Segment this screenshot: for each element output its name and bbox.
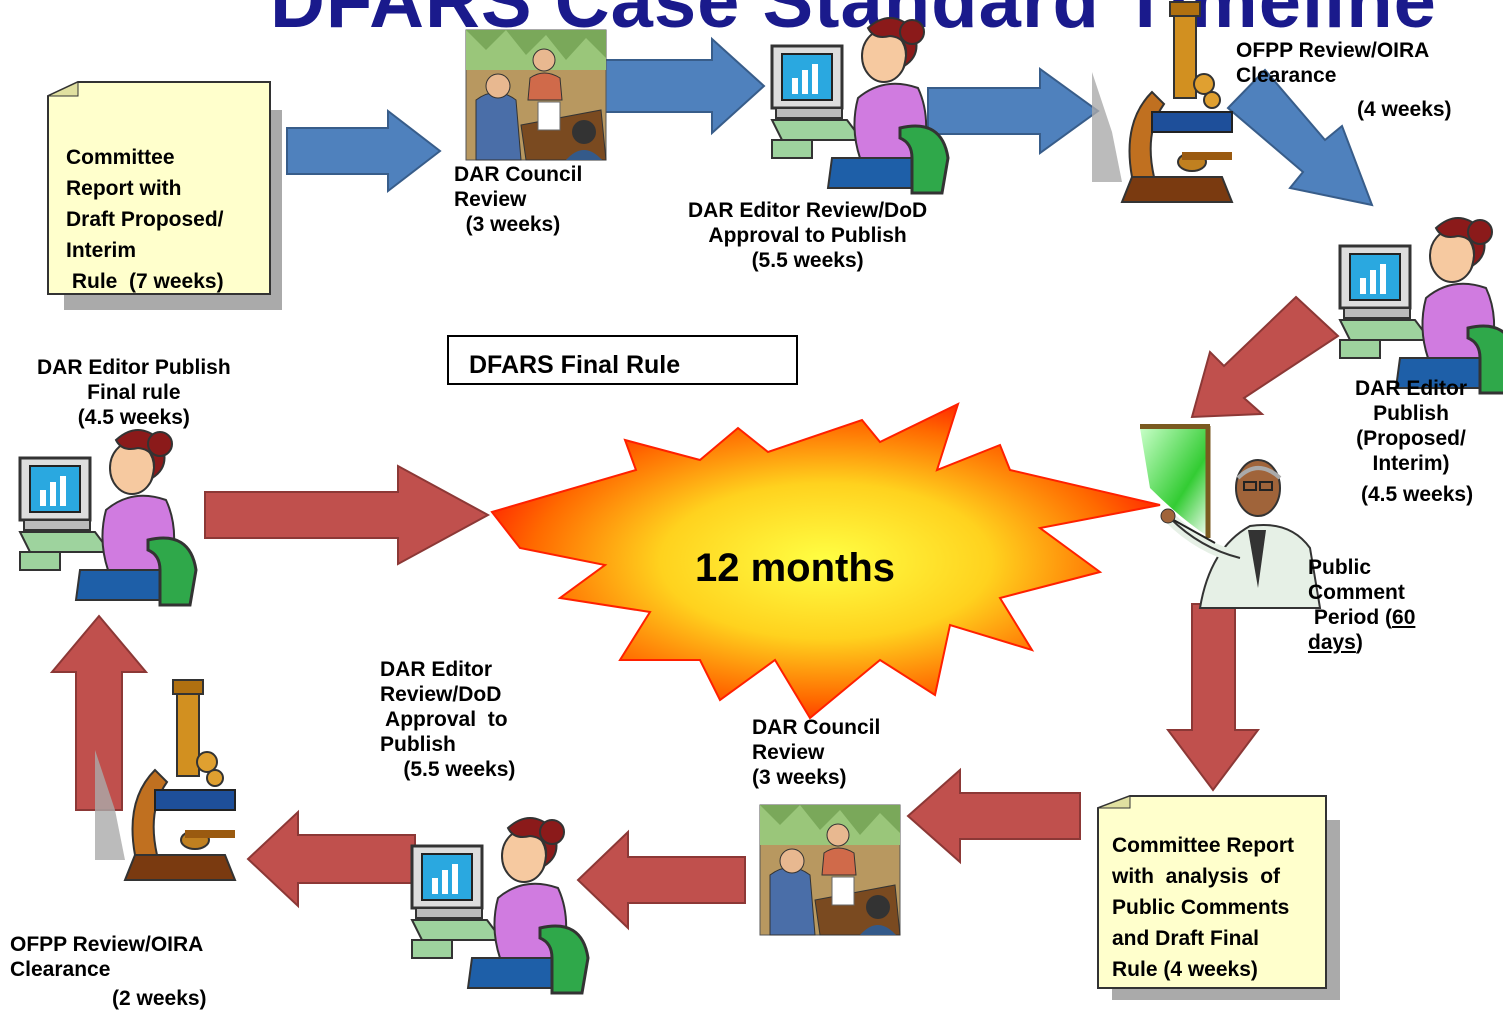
ofpp-review-1-duration: (4 weeks) [1357, 98, 1452, 121]
public-comment-days: 60 days [1308, 606, 1416, 654]
dar-editor-publish-proposed-label: DAR Editor Publish (Proposed/ Interim) [1355, 377, 1467, 475]
committee-report-final-label: Committee Report with analysis of Public… [1112, 834, 1295, 981]
dar-editor-review-2-label: DAR Editor Review/DoD Approval to Publis… [380, 658, 516, 781]
red-arrow-8 [576, 829, 746, 931]
ofpp-review-2-duration: (2 weeks) [112, 987, 207, 1010]
red-arrow-11 [204, 464, 491, 566]
red-arrow-7 [906, 767, 1081, 865]
meeting-clipart-icon [465, 29, 607, 161]
final-rule-box: DFARS Final Rule [447, 335, 798, 385]
computer-user-clipart-icon [18, 428, 198, 607]
public-comment-close: ) [1355, 631, 1363, 654]
dar-council-review-1-label: DAR Council Review (3 weeks) [454, 163, 583, 236]
dar-editor-review-1-label: DAR Editor Review/DoD Approval to Publis… [688, 199, 928, 272]
twelve-months-burst [490, 402, 1161, 720]
blue-arrow-1 [286, 108, 442, 194]
ofpp-review-2-title: OFPP Review/OIRA Clearance [10, 933, 204, 981]
dar-council-review-2-label: DAR Council Review (3 weeks) [752, 716, 881, 789]
red-arrow-6 [1166, 603, 1260, 792]
presenter-clipart-icon [1140, 424, 1320, 608]
microscope-clipart-icon [1091, 1, 1233, 203]
red-arrow-5 [1190, 295, 1340, 419]
committee-report-note-1 [47, 81, 282, 310]
dar-editor-publish-proposed-duration: (4.5 weeks) [1361, 483, 1474, 506]
final-rule-label: DFARS Final Rule [469, 351, 681, 379]
committee-report-note-2 [1097, 795, 1340, 1000]
committee-report-draft-label: Committee Report with Draft Proposed/ In… [66, 146, 224, 293]
computer-user-clipart-icon [1338, 216, 1503, 395]
meeting-clipart-icon [759, 804, 901, 936]
red-arrow-9 [246, 809, 416, 909]
blue-arrow-3 [927, 67, 1100, 155]
public-comment-text: Public Comment Period ( [1308, 556, 1405, 629]
public-comment-label: Public Comment Period (60 days) [1308, 555, 1415, 655]
computer-user-clipart-icon [770, 16, 950, 195]
page-title: DFARS Case Standard Timeline [270, 0, 1437, 44]
ofpp-review-1-title: OFPP Review/OIRA Clearance [1236, 39, 1430, 87]
blue-arrow-2 [604, 36, 766, 136]
twelve-months-label: 12 months [695, 546, 896, 590]
dar-editor-publish-final-label: DAR Editor Publish Final rule (4.5 weeks… [37, 356, 231, 429]
blue-arrow-4 [1226, 68, 1374, 207]
computer-user-clipart-icon [410, 816, 590, 995]
red-arrow-10 [49, 614, 149, 811]
